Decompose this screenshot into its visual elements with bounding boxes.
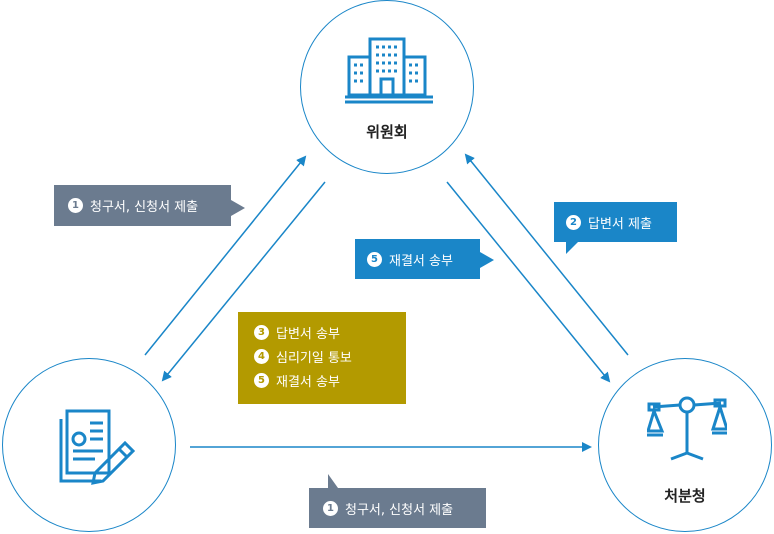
document-pen-icon: [53, 409, 137, 489]
callout-item: 1 청구서, 신청서 제출: [323, 496, 486, 520]
committee-node: 위원회: [300, 0, 474, 174]
scales-icon: [645, 395, 730, 465]
step-text: 청구서, 신청서 제출: [90, 199, 199, 215]
callout-claim-to-agency: 1 청구서, 신청서 제출: [309, 488, 486, 528]
callout-item: 5 재결서 송부: [367, 247, 480, 271]
step-number: 3: [254, 324, 269, 340]
callout-claim-to-committee: 1 청구서, 신청서 제출: [54, 185, 231, 226]
arrow-committee-to-applicant: [161, 181, 326, 382]
step-text: 답변서 제출: [588, 216, 652, 232]
step-number: 2: [566, 214, 581, 230]
callout-item: 5 재결서 송부: [254, 368, 406, 392]
agency-label: 처분청: [664, 487, 706, 505]
agency-node: 처분청: [598, 358, 772, 532]
callout-item: 4 심리기일 통보: [254, 344, 406, 368]
callout-committee-to-applicant: 3 답변서 송부 4 심리기일 통보 5 재결서 송부: [238, 312, 406, 404]
step-number: 5: [254, 372, 269, 388]
callout-tail: [328, 474, 338, 488]
callout-answer-to-committee: 2 답변서 제출: [554, 202, 677, 242]
building-icon: [345, 35, 433, 109]
step-number: 4: [254, 348, 269, 364]
step-number: 1: [323, 500, 338, 516]
step-text: 답변서 송부: [276, 326, 340, 342]
callout-tail: [566, 242, 578, 254]
applicant-node: [2, 358, 176, 532]
step-text: 청구서, 신청서 제출: [345, 502, 454, 518]
arrow-agency-to-committee: [464, 153, 629, 356]
callout-tail: [231, 200, 245, 216]
callout-decision-to-agency: 5 재결서 송부: [355, 239, 480, 279]
step-number: 1: [68, 197, 83, 213]
step-number: 5: [367, 251, 382, 267]
callout-tail: [480, 252, 494, 268]
committee-label: 위원회: [366, 123, 408, 141]
callout-tail: [238, 326, 250, 340]
step-text: 심리기일 통보: [276, 350, 352, 366]
arrow-applicant-to-committee: [144, 155, 307, 356]
callout-item: 2 답변서 제출: [566, 210, 677, 234]
arrow-committee-to-agency: [446, 181, 611, 383]
step-text: 재결서 송부: [389, 253, 453, 269]
callout-item: 1 청구서, 신청서 제출: [68, 193, 231, 217]
step-text: 재결서 송부: [276, 374, 340, 390]
callout-item: 3 답변서 송부: [254, 320, 406, 344]
